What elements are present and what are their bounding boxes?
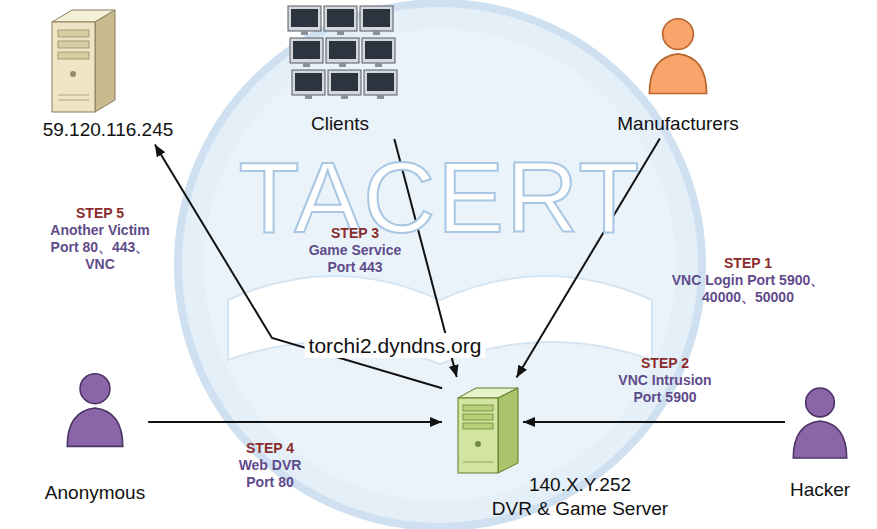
- step-description: Game Service Port 443: [305, 242, 405, 276]
- node-texts: 59.120.116.245: [43, 118, 174, 142]
- step-label: STEP 3: [331, 225, 379, 242]
- node-box: Hacker: [788, 385, 852, 502]
- step-label: STEP 5: [76, 205, 124, 222]
- node-texts: Manufacturers: [617, 112, 738, 136]
- node-label: Clients: [284, 112, 396, 136]
- server-icon: [458, 388, 518, 473]
- watermark-circle: [178, 3, 702, 527]
- icon-area: [643, 0, 713, 112]
- server-icon: [52, 10, 115, 112]
- node-texts: Clients: [284, 112, 396, 136]
- node-texts: Anonymous: [45, 481, 145, 505]
- watermark-inner: [204, 29, 676, 501]
- watermark-book: [228, 276, 652, 364]
- node-box: Manufacturers: [617, 0, 738, 136]
- arrow-connector: [523, 421, 785, 423]
- hostname-label: torchi2.dyndns.org: [305, 333, 486, 358]
- step-label: STEP 1: [724, 255, 772, 272]
- node-box: Anonymous: [45, 366, 145, 505]
- step-description: Another Victim Port 80、443、 VNC: [47, 222, 153, 273]
- watermark-text: TACERT: [239, 147, 642, 247]
- node-label: Hacker: [788, 478, 852, 502]
- node-texts: Hacker: [788, 478, 852, 502]
- monitor-wall-icon: [288, 6, 397, 99]
- icon-area: [284, 0, 396, 112]
- person-icon: [649, 19, 706, 94]
- node-label: Anonymous: [45, 481, 145, 505]
- node-box: 59.120.116.245: [43, 5, 174, 142]
- node-box: 140.X.Y.252DVR & Game Server: [445, 380, 520, 475]
- step-description: Web DVR Port 80: [234, 457, 306, 491]
- person-icon: [793, 388, 846, 458]
- node-label: 59.120.116.245: [43, 118, 174, 142]
- icon-area: [63, 366, 127, 481]
- node-box: Clients: [284, 0, 396, 136]
- step-label: STEP 4: [246, 440, 294, 457]
- step-label: STEP 2: [641, 355, 689, 372]
- step-description: VNC Login Port 5900、40000、50000: [658, 272, 838, 306]
- node-label: 140.X.Y.252: [492, 473, 668, 497]
- icon-area: [788, 385, 852, 478]
- person-icon: [67, 374, 122, 447]
- arrow-connector: [148, 421, 442, 423]
- node-label: DVR & Game Server: [492, 497, 668, 521]
- icon-area: [445, 380, 520, 475]
- icon-area: [68, 5, 148, 118]
- node-label: Manufacturers: [617, 112, 738, 136]
- node-texts: 140.X.Y.252DVR & Game Server: [492, 473, 668, 521]
- step-description: VNC Intrusion Port 5900: [609, 372, 721, 406]
